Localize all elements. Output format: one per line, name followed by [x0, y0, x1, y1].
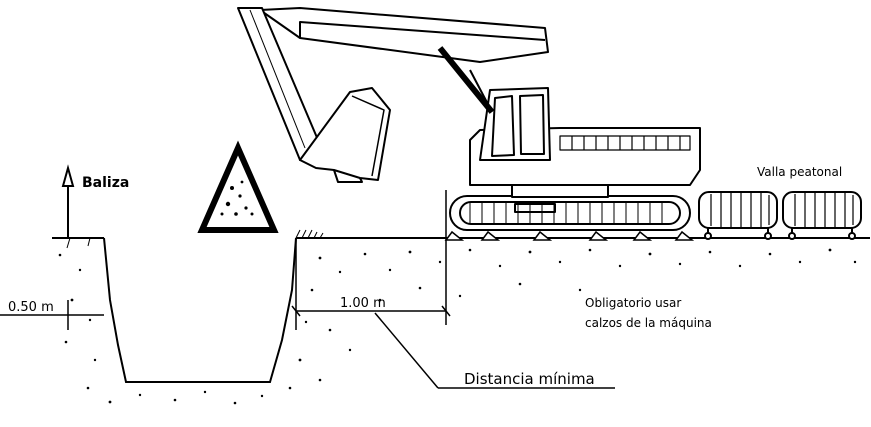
min-distance-label: Distancia mínima: [464, 370, 595, 388]
depth-label: 0.50 m: [8, 300, 54, 315]
ground-hatching: [66, 229, 324, 249]
trench: [103, 237, 297, 383]
beacon-icon: [61, 164, 75, 238]
min-distance-leader: [374, 312, 615, 389]
excavator: [237, 7, 701, 231]
excavator-tracks: [449, 195, 691, 231]
distance-label: 1.00 m: [340, 296, 386, 311]
baliza-label: Baliza: [82, 175, 129, 191]
depth-dimension: [0, 300, 104, 330]
pedestrian-fence: [698, 191, 862, 240]
note-line-2: calzos de la máquina: [585, 316, 712, 330]
distance-dimension: [291, 190, 451, 330]
machine-chocks: [444, 230, 695, 241]
soil-texture: [58, 248, 857, 405]
note-line-1: Obligatorio usar: [585, 296, 681, 310]
valla-label: Valla peatonal: [757, 165, 842, 179]
warning-triangle-icon: [197, 140, 279, 233]
